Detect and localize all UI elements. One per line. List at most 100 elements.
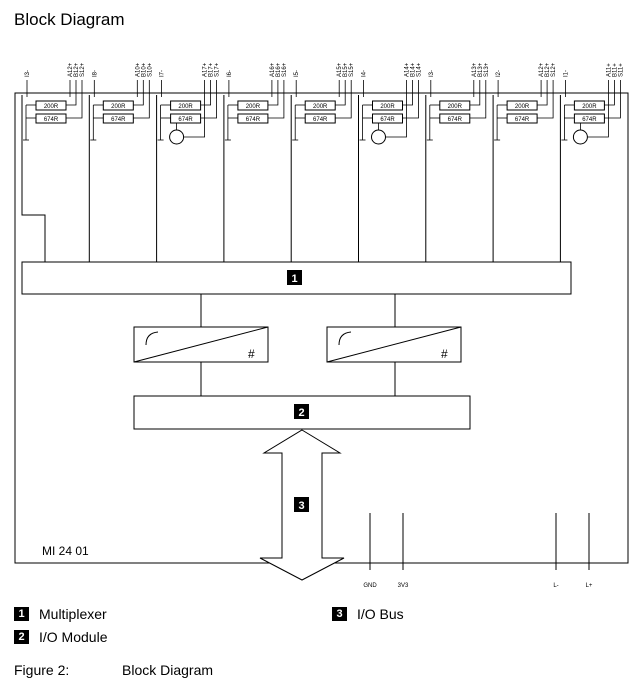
resistor-wire bbox=[66, 97, 83, 119]
legend-item-io-bus: 3 I/O Bus bbox=[332, 606, 404, 622]
page-title: Block Diagram bbox=[14, 10, 125, 29]
resistor-200r-label: 200R bbox=[515, 104, 530, 110]
resistor-674r-label: 674R bbox=[246, 117, 261, 123]
resistor-674r bbox=[170, 113, 202, 124]
resistor-674r bbox=[573, 113, 605, 124]
resistor-674r bbox=[372, 113, 403, 124]
resistor-674r bbox=[237, 113, 269, 124]
l-minus-terminal-label: L- bbox=[553, 583, 558, 589]
terminal-label: B12+ bbox=[545, 62, 551, 77]
resistor-wire bbox=[267, 97, 285, 119]
resistor-200r-label: 200R bbox=[178, 104, 193, 110]
terminal-label: A17+ bbox=[203, 62, 209, 77]
terminal-label: B11+ bbox=[612, 63, 618, 77]
resistor-wire bbox=[537, 97, 554, 119]
terminal-label: S15+ bbox=[349, 62, 355, 77]
input-channels: I3-A12+B12+S12+200R674RI8-A10+B10+S10+20… bbox=[21, 62, 624, 262]
terminal-label: I7- bbox=[160, 70, 166, 77]
resistor-674r-label: 674R bbox=[448, 117, 463, 123]
terminal-label: A10+ bbox=[135, 62, 141, 77]
resistor-200r bbox=[304, 100, 336, 111]
resistor-wire bbox=[604, 97, 621, 119]
adc-converter-right: # bbox=[326, 326, 462, 363]
resistor-wire bbox=[469, 97, 481, 106]
legend-item-io-module: 2 I/O Module bbox=[14, 629, 107, 645]
resistor-wire bbox=[469, 97, 487, 119]
terminal-label: I3- bbox=[25, 70, 31, 77]
io-bus-number: 3 bbox=[298, 500, 304, 512]
resistor-200r-label: 200R bbox=[448, 104, 463, 110]
terminal-label: A11+ bbox=[606, 63, 612, 77]
resistor-200r bbox=[506, 100, 538, 111]
resistor-674r-label: 674R bbox=[380, 117, 395, 123]
resistor-674r-label: 674R bbox=[178, 117, 193, 123]
adc-left-digital-symbol: # bbox=[248, 347, 255, 361]
terminal-label: S12+ bbox=[80, 62, 86, 77]
current-source-symbol bbox=[371, 129, 386, 145]
terminal-label: S16+ bbox=[282, 62, 288, 77]
figure-caption: Block Diagram bbox=[122, 662, 214, 678]
legend-badge: 1 bbox=[14, 607, 29, 621]
terminal-label: I8- bbox=[92, 70, 98, 77]
terminal-label: B16+ bbox=[276, 62, 282, 77]
legend-label: I/O Module bbox=[39, 629, 108, 645]
resistor-wire bbox=[604, 97, 615, 106]
resistor-wire bbox=[335, 97, 346, 106]
resistor-wire bbox=[267, 97, 279, 106]
resistor-674r bbox=[506, 113, 538, 124]
resistor-674r-label: 674R bbox=[313, 117, 328, 123]
resistor-wire bbox=[537, 97, 548, 106]
gnd-terminal-label: GND bbox=[363, 583, 377, 589]
resistor-200r bbox=[372, 100, 403, 111]
legend-label: I/O Bus bbox=[357, 606, 404, 622]
resistor-674r bbox=[35, 113, 67, 124]
source-wire bbox=[183, 97, 206, 138]
resistor-200r bbox=[102, 100, 134, 111]
terminal-label: I5- bbox=[294, 70, 300, 77]
resistor-wire bbox=[335, 97, 352, 119]
resistor-wire bbox=[200, 97, 218, 119]
resistor-200r-label: 200R bbox=[111, 104, 126, 110]
terminal-label: A16+ bbox=[270, 62, 276, 77]
terminal-label: A14+ bbox=[405, 62, 411, 77]
terminal-label: I3- bbox=[429, 70, 435, 77]
terminal-label: I2- bbox=[496, 70, 502, 77]
resistor-674r bbox=[439, 113, 471, 124]
resistor-wire bbox=[66, 97, 77, 106]
resistor-674r bbox=[304, 113, 336, 124]
terminal-label: A15+ bbox=[337, 62, 343, 77]
terminal-label: B14+ bbox=[411, 62, 417, 77]
legend-item-multiplexer: 1 Multiplexer bbox=[14, 606, 107, 622]
resistor-200r-label: 200R bbox=[582, 104, 597, 110]
multiplexer-number: 1 bbox=[291, 273, 297, 285]
channel-return-line bbox=[21, 95, 46, 262]
terminal-label: S12+ bbox=[551, 62, 557, 77]
terminal-label: A12+ bbox=[68, 62, 74, 77]
adc-converter-left: # bbox=[133, 326, 269, 363]
legend-badge: 2 bbox=[14, 630, 29, 644]
io-module-number: 2 bbox=[298, 407, 304, 419]
resistor-200r bbox=[170, 100, 202, 111]
source-wire bbox=[587, 97, 609, 138]
resistor-wire bbox=[402, 97, 413, 106]
legend-label: Multiplexer bbox=[39, 606, 107, 622]
io-module-badge bbox=[294, 404, 309, 419]
io-bus-badge bbox=[294, 497, 309, 512]
module-id: MI 24 01 bbox=[42, 544, 89, 558]
resistor-200r-label: 200R bbox=[313, 104, 328, 110]
terminal-label: B17+ bbox=[209, 62, 215, 77]
resistor-200r bbox=[35, 100, 67, 111]
terminal-label: S17+ bbox=[215, 62, 221, 77]
resistor-wire bbox=[402, 97, 419, 119]
terminal-label: S14+ bbox=[417, 62, 423, 77]
terminal-label: I6- bbox=[227, 70, 233, 77]
terminal-label: A12+ bbox=[539, 62, 545, 77]
source-wire bbox=[385, 97, 407, 138]
resistor-200r-label: 200R bbox=[380, 104, 395, 110]
current-source-symbol bbox=[169, 129, 185, 145]
resistor-wire bbox=[200, 97, 212, 106]
legend-badge: 3 bbox=[332, 607, 347, 621]
resistor-200r bbox=[237, 100, 269, 111]
